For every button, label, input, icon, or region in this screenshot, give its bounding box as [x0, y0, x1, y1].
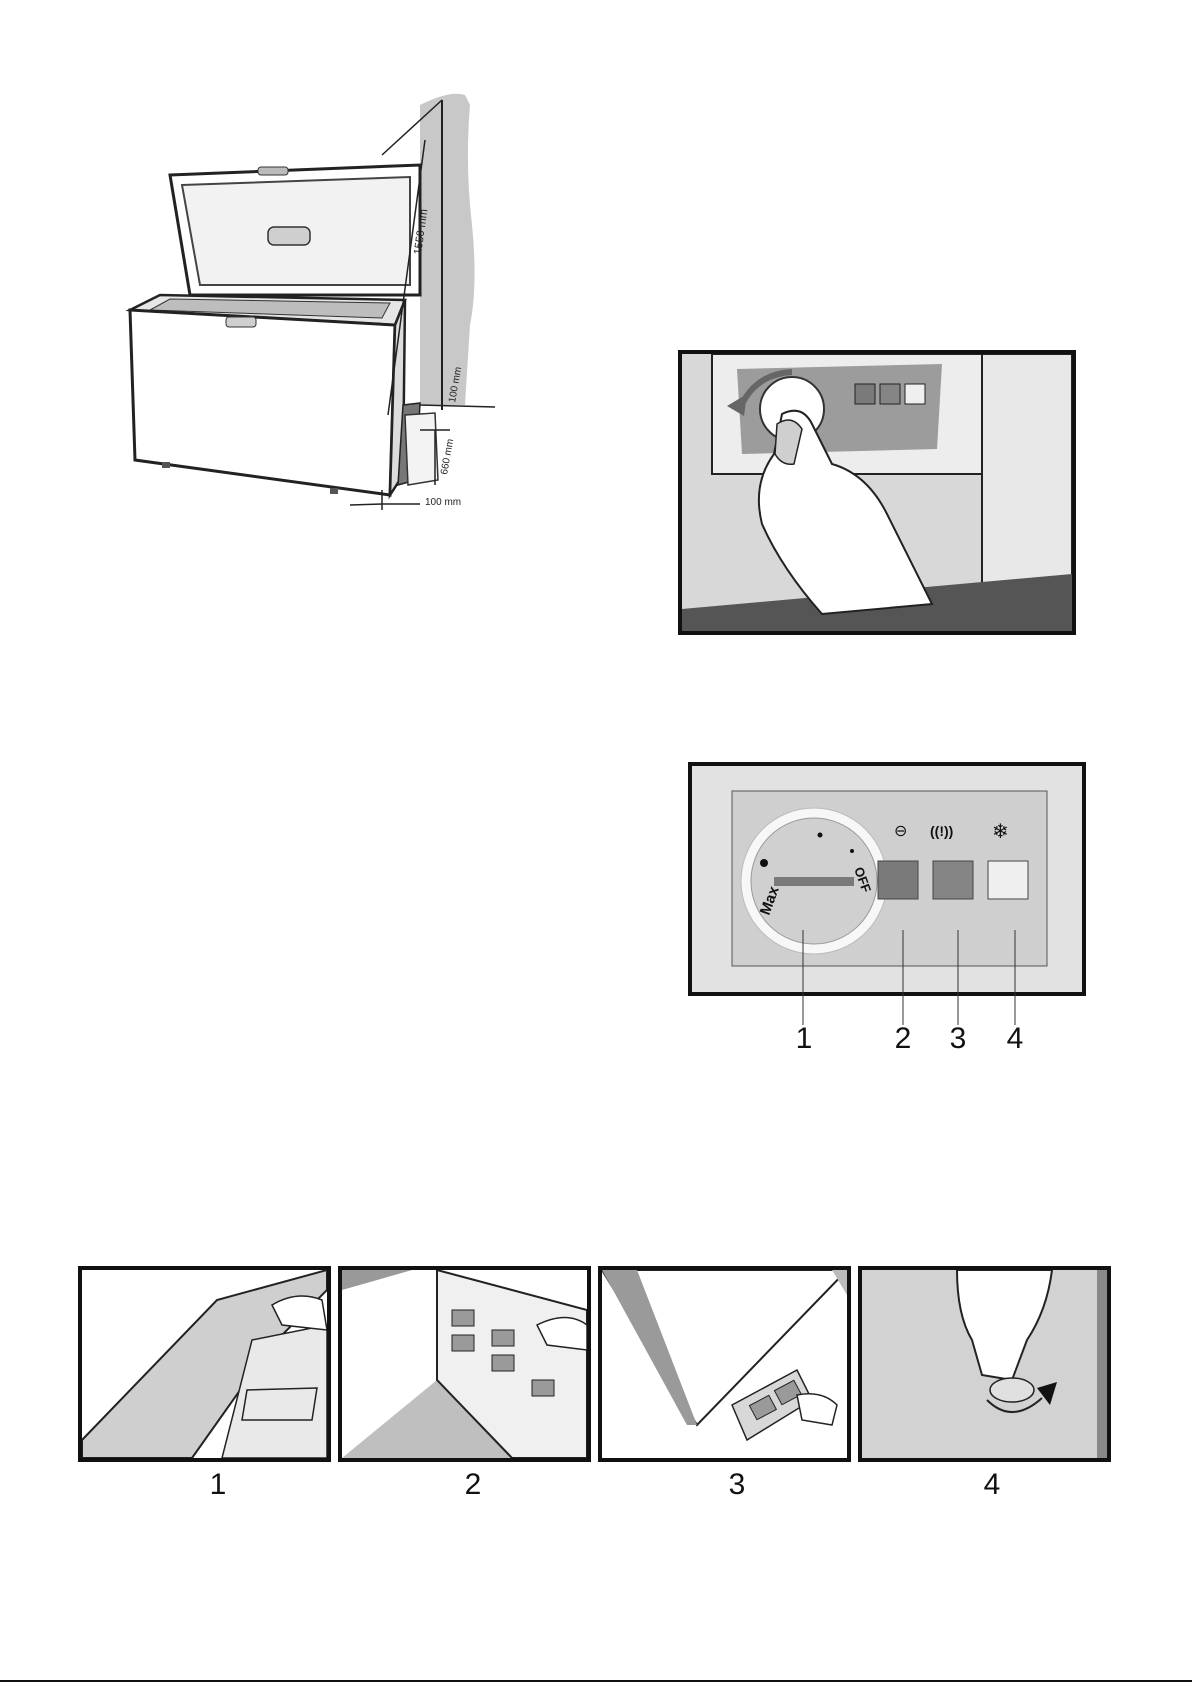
- lamp-bulb: [990, 1378, 1034, 1402]
- step-caption-2: 2: [443, 1468, 503, 1502]
- lamp-step-1-figure: [78, 1266, 331, 1462]
- step-caption-1: 1: [188, 1468, 248, 1502]
- dial-turning-figure: [678, 350, 1076, 635]
- step-3-illustration: [602, 1270, 847, 1458]
- wall-shape: [420, 94, 475, 405]
- freezer-installation-figure: 1550 mm 100 mm 660 mm 100 mm: [120, 85, 500, 545]
- alarm-indicator-lamp: [933, 861, 973, 899]
- lamp-step-2-figure: [338, 1266, 591, 1462]
- dim-side-gap-label: 100 mm: [425, 497, 461, 508]
- power-indicator-lamp: [878, 861, 918, 899]
- step-4-illustration: [862, 1270, 1107, 1458]
- callout-1: 1: [774, 1022, 834, 1056]
- callout-3: 3: [928, 1022, 988, 1056]
- snowflake-icon: ❄: [992, 821, 1009, 843]
- hand-illustration: [797, 1394, 837, 1425]
- fast-freeze-button[interactable]: [988, 861, 1028, 899]
- dial-indicator: [774, 877, 854, 886]
- alarm-symbol-icon: ((!)): [930, 823, 953, 839]
- step-caption-4: 4: [962, 1468, 1022, 1502]
- cabinet-handle: [226, 317, 256, 327]
- hand-illustration: [957, 1270, 1052, 1380]
- lamp-step-3-figure: [598, 1266, 851, 1462]
- step-1-illustration: [82, 1270, 327, 1458]
- step-caption-3: 3: [707, 1468, 767, 1502]
- dial-turning-illustration: [682, 354, 1072, 631]
- callout-2: 2: [873, 1022, 933, 1056]
- callout-leaders: [688, 900, 1088, 1030]
- lid-handle: [268, 227, 310, 245]
- callout-4: 4: [985, 1022, 1045, 1056]
- lamp-step-4-figure: [858, 1266, 1111, 1462]
- dim-depth-label: 660 mm: [439, 438, 456, 475]
- step-2-illustration: [342, 1270, 587, 1458]
- page-bottom-rule: [0, 1680, 1192, 1682]
- power-symbol-icon: ⊖: [894, 823, 907, 840]
